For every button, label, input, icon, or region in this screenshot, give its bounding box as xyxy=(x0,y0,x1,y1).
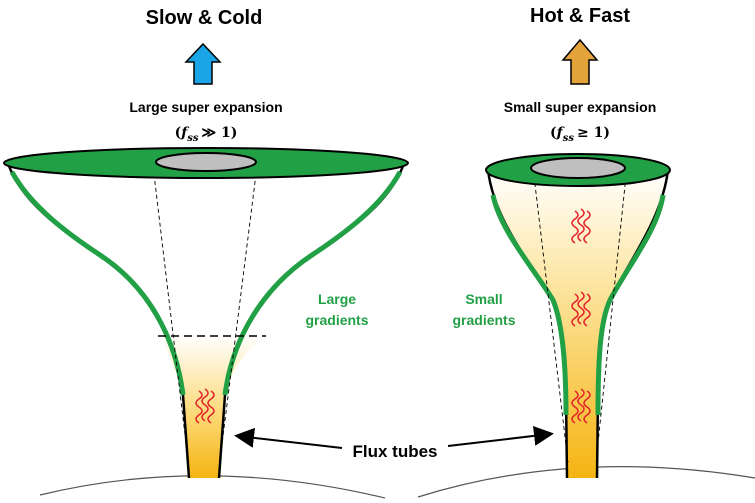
flux-tubes-arrow-right xyxy=(447,425,554,447)
flux-tubes-arrow-left xyxy=(234,427,343,449)
right-funnel xyxy=(485,153,671,479)
right-funnel-green-wall-l xyxy=(490,194,569,416)
left-gradients-label-line2: gradients xyxy=(305,312,368,328)
left-expansion-formula: (fss≫ 1) xyxy=(175,125,238,144)
right-title: Hot & Fast xyxy=(530,5,630,27)
right-expansion-label: Small super expansion xyxy=(504,99,657,115)
left-expansion-label: Large super expansion xyxy=(129,99,282,115)
left-title: Slow & Cold xyxy=(146,7,263,29)
left-funnel-core-disk xyxy=(155,152,257,172)
right-funnel-green-wall-r xyxy=(595,194,666,416)
right-gradients-label-line2: gradients xyxy=(452,312,515,328)
left-funnel-green-wall-l xyxy=(9,170,186,396)
left-gradients-label-line1: Large xyxy=(318,291,356,307)
right-up-arrow-icon xyxy=(561,38,599,85)
right-gradients-label-line1: Small xyxy=(465,291,502,307)
right-funnel-core-disk xyxy=(530,157,626,179)
surface-arc-left xyxy=(39,475,386,499)
right-heated-region xyxy=(488,170,668,478)
left-funnel-green-wall-r xyxy=(222,170,403,396)
left-funnel xyxy=(3,147,409,479)
left-up-arrow-icon xyxy=(184,42,222,85)
flux-tubes-label: Flux tubes xyxy=(352,442,437,461)
right-expansion-formula: (fss≥ 1) xyxy=(550,125,610,144)
